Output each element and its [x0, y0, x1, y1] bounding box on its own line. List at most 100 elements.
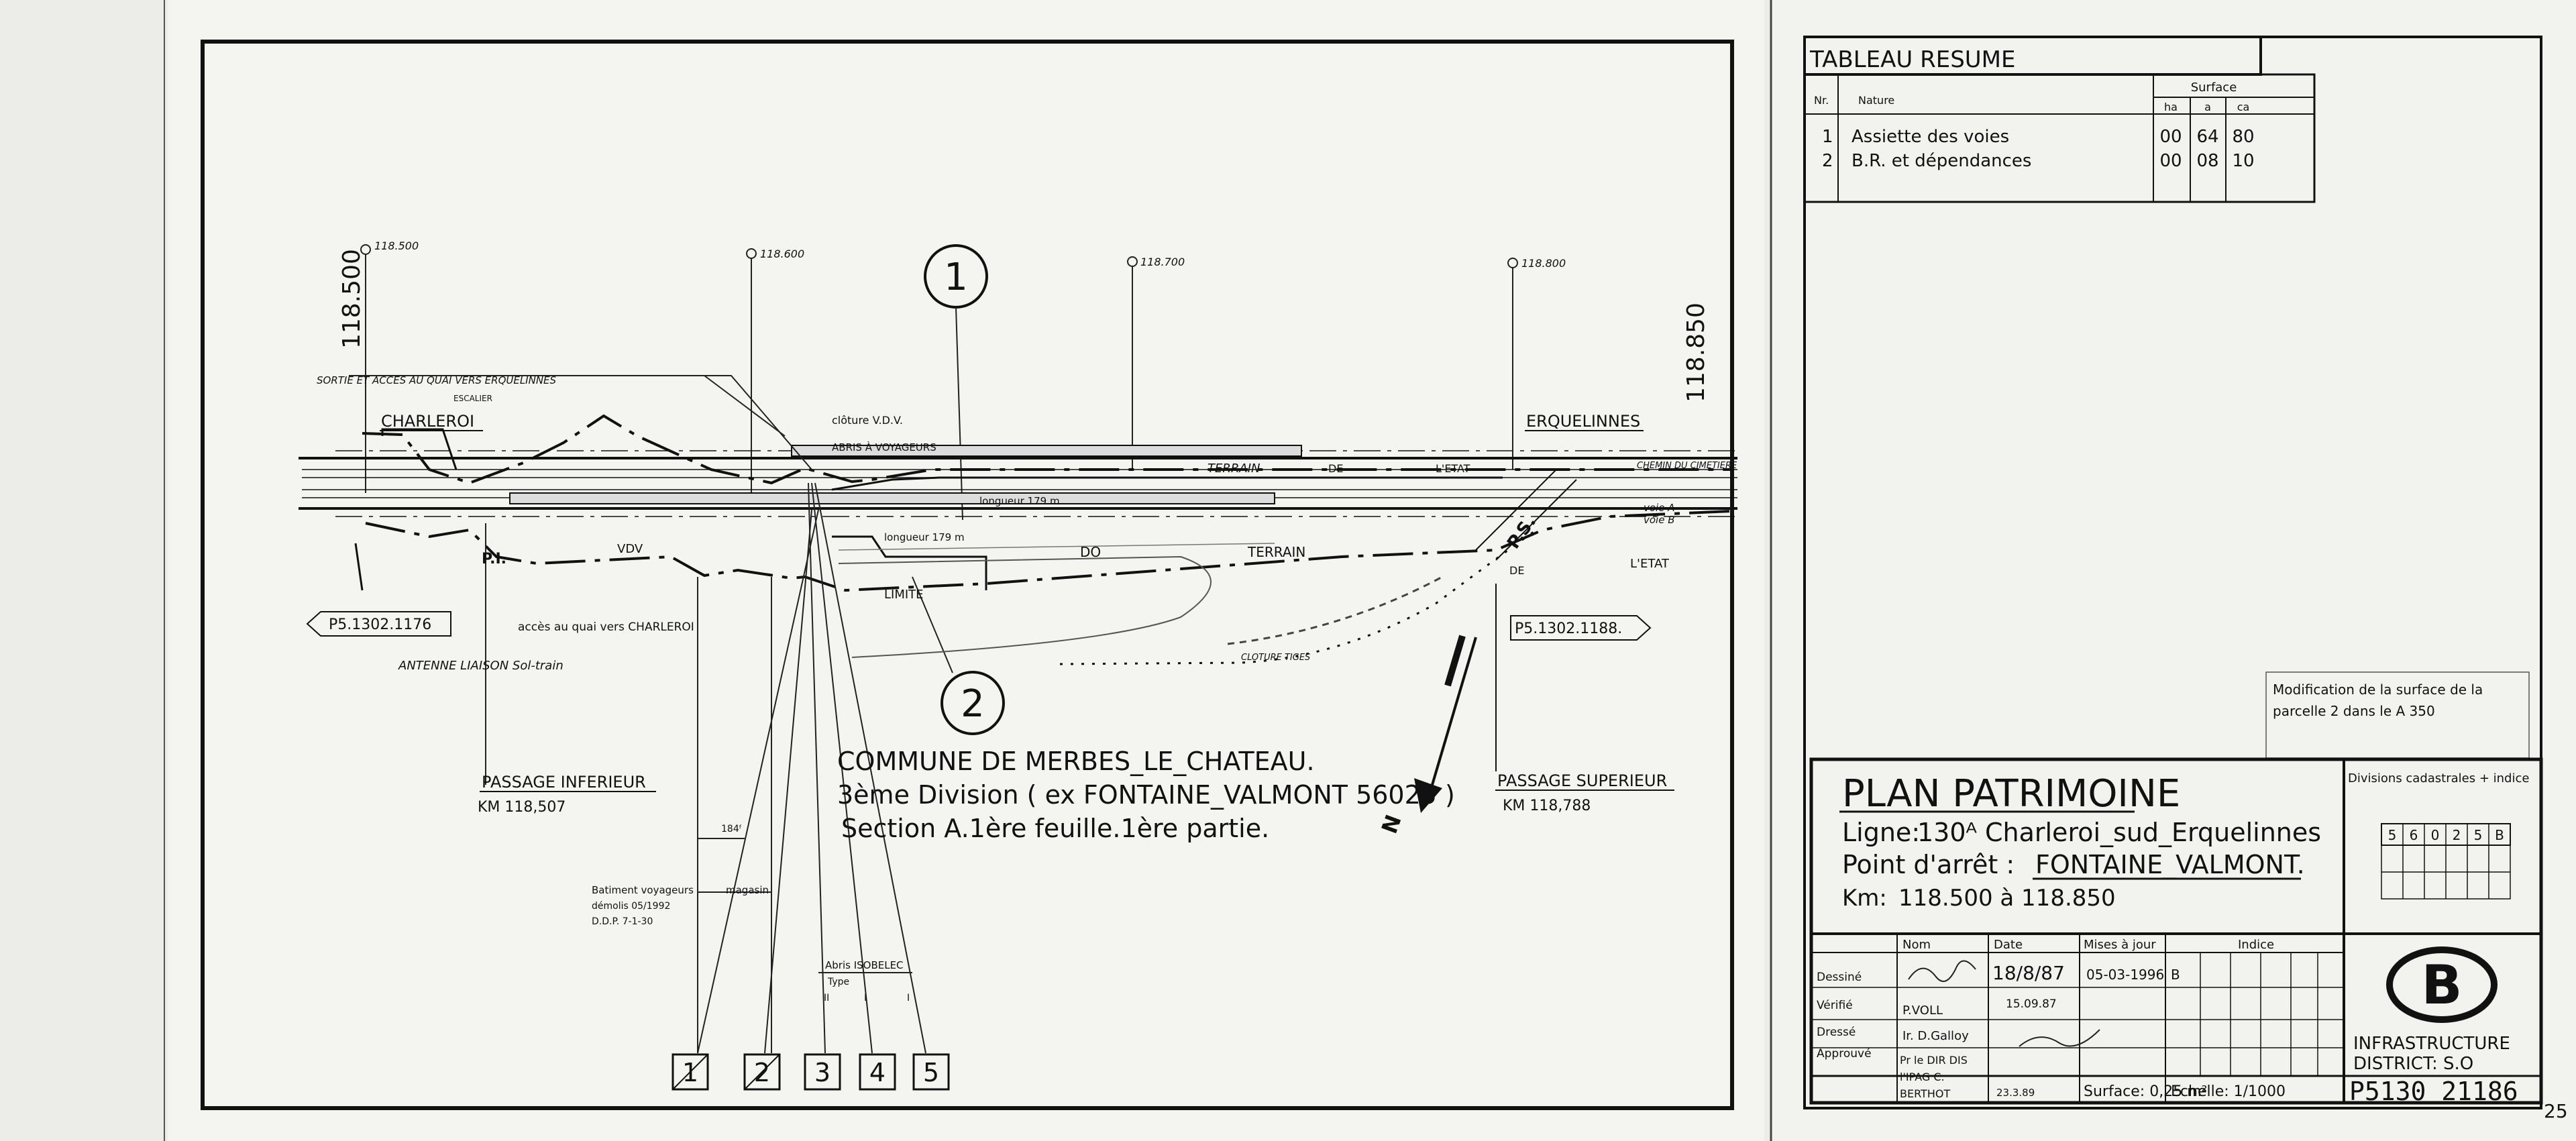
parcel-box-5: 5 [923, 1058, 939, 1087]
svg-text:Dressé: Dressé [1817, 1026, 1856, 1039]
tableau-row-1: 1 Assiette des voies 00 64 80 [1822, 127, 2255, 147]
echelle-value: Echelle: 1/1000 [2171, 1083, 2286, 1100]
point-label: Point d'arrêt : [1842, 850, 2015, 879]
sncb-logo: B [2386, 946, 2498, 1023]
division-digit-2: 6 [2410, 827, 2418, 843]
passage-superieur: PASSAGE SUPERIEUR [1497, 771, 1667, 790]
svg-text:Ir. D.Galloy: Ir. D.Galloy [1902, 1029, 1969, 1043]
label-cloture-tiges: CLOTURE TIGES [1241, 653, 1310, 663]
ligne-value: 130ᴬ Charleroi_sud_Erquelinnes [1917, 818, 2321, 847]
division-digit-4: 2 [2453, 827, 2461, 843]
passage-inferieur: PASSAGE INFERIEUR [482, 773, 646, 792]
fence-line [1059, 529, 1537, 665]
approuve-nom: Pr le DIR DIS l'IPAG C. BERTHOT [1900, 1054, 1968, 1100]
division-digit-3: 0 [2431, 827, 2440, 843]
passage-superieur-km: KM 118,788 [1503, 798, 1591, 814]
km-marker-2: 118.600 [760, 248, 804, 260]
label-etat-top: L'ETAT [1436, 462, 1470, 475]
road-curve [838, 555, 1212, 658]
label-etat: L'ETAT [1630, 557, 1670, 571]
svg-text:1: 1 [1822, 127, 1833, 147]
svg-text:Assiette des voies: Assiette des voies [1851, 127, 2009, 147]
svg-text:64: 64 [2196, 127, 2218, 147]
type-value-1: II [824, 993, 829, 1003]
svg-text:23.3.89: 23.3.89 [1996, 1087, 2035, 1099]
label-ddp: D.D.P. 7-1-30 [592, 916, 653, 927]
commune-line-2: 3ème Division ( ex FONTAINE_VALMONT 5602… [837, 780, 1455, 810]
label-magasin: magasin [726, 884, 769, 896]
org-line-2: DISTRICT: S.O [2353, 1054, 2473, 1074]
ref-arrow-right: P5.1302.1188. [1510, 615, 1652, 641]
svg-text:08: 08 [2196, 151, 2218, 171]
label-type: Type [827, 977, 849, 987]
label-longueur-2: longueur 179 m [884, 531, 965, 543]
tableau-resume [1803, 36, 2316, 203]
svg-text:B: B [2171, 967, 2180, 983]
km-markers [360, 244, 1518, 493]
title-block [1809, 757, 2543, 1105]
tableau-resume-title: TABLEAU RESUME [1809, 46, 2015, 73]
km-marker-3: 118.700 [1140, 256, 1185, 268]
label-voie-a: voie A [1644, 502, 1674, 514]
label-vdv: VDV [617, 542, 643, 556]
label-acces-charleroi: accès au quai vers CHARLEROI [518, 620, 694, 634]
division-digit-1: 5 [2388, 827, 2397, 843]
modification-note-text: Modification de la surface de la parcell… [2273, 682, 2483, 719]
label-longueur-1: longueur 179 m [979, 495, 1060, 507]
parcel-marker-2: 2 [912, 576, 1005, 735]
svg-text:B: B [2422, 954, 2463, 1016]
header-a: a [2204, 101, 2211, 113]
label-antenne: ANTENNE LIAISON Sol-train [398, 659, 564, 673]
label-limite: LIMITE [884, 588, 924, 602]
km-marker-1: 118.500 [374, 239, 419, 252]
label-batiment: Batiment voyageurs [592, 884, 694, 896]
divisions-label: Divisions cadastrales + indice [2348, 771, 2530, 785]
header-ha: ha [2164, 101, 2178, 113]
plan-reference: P5130 21186 [2349, 1077, 2518, 1106]
history-row-approuve: Approuvé 23.3.89 [1817, 1029, 2100, 1099]
label-de: DE [1509, 564, 1524, 577]
header-indice: Indice [2238, 938, 2274, 952]
point-value: FONTAINE_VALMONT. [2035, 850, 2305, 879]
svg-text:Approuvé: Approuvé [1817, 1047, 1872, 1061]
parcel-marker-1: 1 [924, 244, 988, 521]
svg-text:80: 80 [2232, 127, 2254, 147]
ligne-label: Ligne: [1842, 818, 1920, 847]
header-nr: Nr. [1814, 94, 1829, 107]
org-line-1: INFRASTRUCTURE [2353, 1034, 2510, 1054]
label-escalier: ESCALIER [453, 394, 492, 403]
svg-text:2: 2 [961, 682, 985, 726]
header-date: Date [1994, 938, 2023, 952]
direction-charleroi: CHARLEROI [381, 412, 474, 431]
svg-text:00: 00 [2159, 151, 2182, 171]
commune-line-3: Section A.1ère feuille.1ère partie. [841, 814, 1269, 843]
plan-title: PLAN PATRIMOINE [1842, 772, 2180, 816]
svg-text:2: 2 [1822, 151, 1833, 171]
svg-text:1: 1 [944, 256, 968, 299]
svg-text:P5.1302.1176: P5.1302.1176 [329, 616, 431, 633]
km-value: 118.500 à 118.850 [1898, 885, 2116, 912]
division-digit-6: B [2495, 827, 2504, 843]
svg-text:00: 00 [2159, 127, 2182, 147]
header-mises: Mises à jour [2084, 938, 2156, 952]
page-number: 25 [2544, 1100, 2568, 1122]
header-nom: Nom [1902, 938, 1931, 952]
ref-arrow-left: P5.1302.1176 [306, 611, 451, 637]
svg-text:B.R. et dépendances: B.R. et dépendances [1851, 151, 2031, 171]
type-value-3: I [907, 993, 910, 1003]
label-pi: P.I. [482, 551, 506, 567]
svg-text:05-03-1996: 05-03-1996 [2086, 967, 2164, 983]
tableau-row-2: 2 B.R. et dépendances 00 08 10 [1822, 151, 2255, 171]
label-cloture: clôture V.D.V. [832, 414, 903, 427]
svg-text:18/8/87: 18/8/87 [1992, 962, 2065, 984]
km-end-label: 118.850 [1682, 303, 1710, 402]
svg-text:Vérifié: Vérifié [1817, 999, 1853, 1012]
svg-text:15.09.87: 15.09.87 [2006, 997, 2057, 1011]
drawing-frame [201, 40, 1734, 1110]
header-nature: Nature [1858, 94, 1894, 107]
km-label: Km: [1842, 885, 1887, 912]
history-row-dessine: Dessiné 18/8/87 05-03-1996 B [1817, 960, 2180, 984]
parcel-box-4: 4 [869, 1058, 885, 1087]
